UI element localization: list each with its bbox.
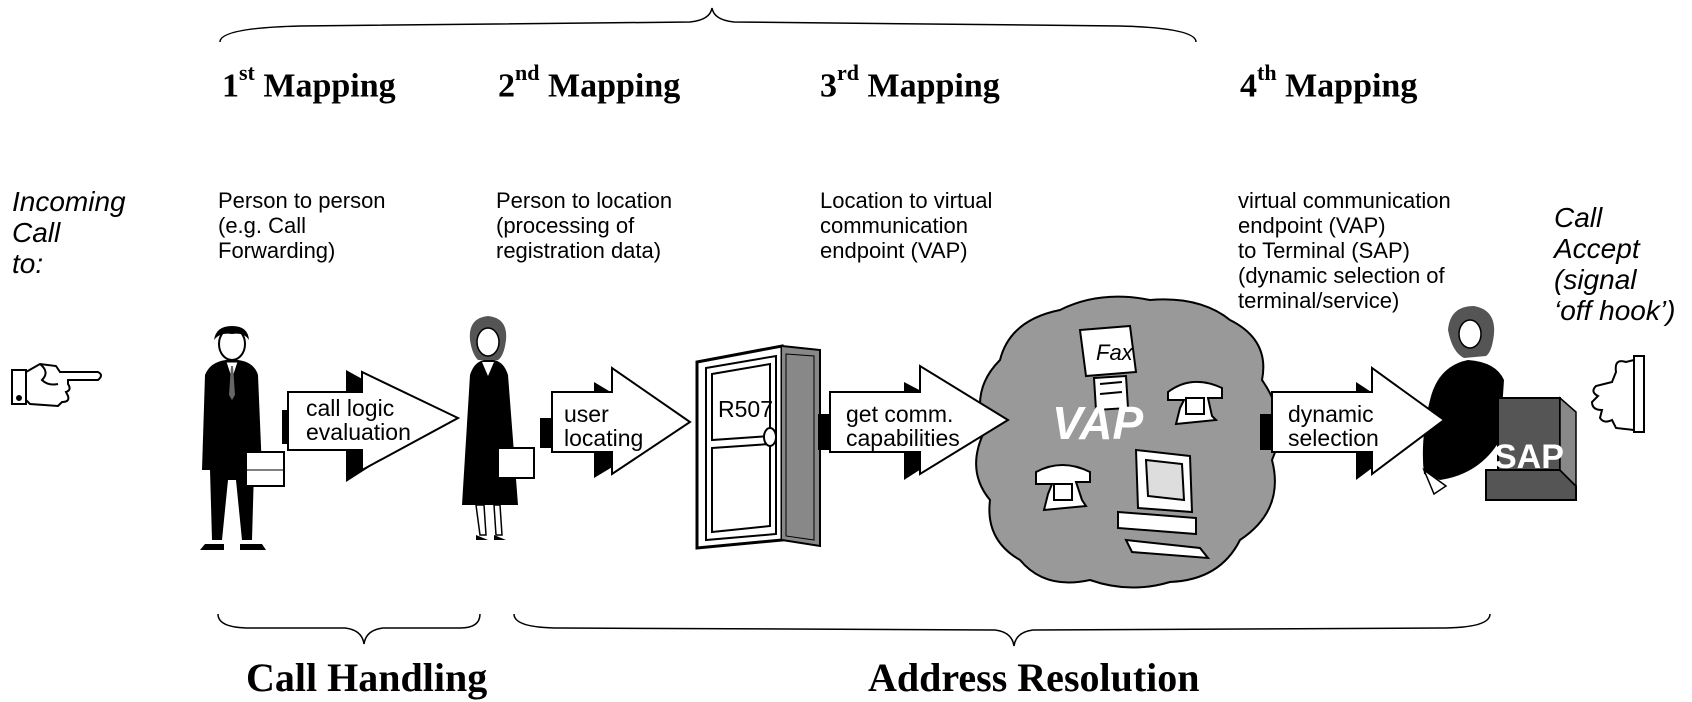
sap-label: SAP: [1494, 438, 1564, 476]
description-3: Location to virtual communication endpoi…: [820, 188, 993, 263]
mapping-heading-1: 1st Mapping: [222, 60, 396, 105]
description-2: Person to location (processing of regist…: [496, 188, 673, 263]
fax-icon: [1078, 324, 1138, 412]
businesswoman-icon: [462, 316, 535, 540]
computer-icon: [1117, 448, 1211, 560]
incoming-call-label: Incoming Call to:: [12, 186, 126, 279]
fax-label: Fax: [1096, 340, 1133, 365]
arrow-label-dynamic-selection: dynamic selection: [1288, 401, 1379, 451]
pointing-hand-icon: [11, 362, 102, 408]
top-brace: [219, 7, 1197, 43]
call-accept-label: Call Accept (signal ‘off hook’): [1554, 202, 1676, 326]
door-icon: [695, 344, 821, 550]
businessman-icon: [200, 326, 285, 550]
address-resolution-title: Address Resolution: [868, 655, 1200, 700]
vap-label: VAP: [1052, 397, 1144, 449]
mapping-heading-3: 3rd Mapping: [820, 60, 1000, 105]
arrow-user-locating: [540, 366, 692, 478]
woman-at-terminal-icon: [1422, 306, 1577, 501]
arrow-get-capabilities: [818, 364, 1010, 480]
arrow-dynamic-selection: [1260, 366, 1446, 480]
description-4: virtual communication endpoint (VAP) to …: [1238, 188, 1451, 313]
thumbs-up-hand-icon: [1590, 355, 1645, 433]
arrow-label-call-logic: call logic evaluation: [306, 395, 411, 445]
call-handling-brace: [217, 613, 481, 645]
mapping-heading-2: 2nd Mapping: [498, 60, 681, 105]
arrow-label-user-locating: user locating: [564, 401, 644, 451]
telephone-icon: [1035, 464, 1091, 512]
address-resolution-brace: [513, 613, 1491, 647]
description-1: Person to person (e.g. Call Forwarding): [218, 188, 386, 263]
arrow-call-logic: [282, 370, 461, 482]
door-room-label: R507: [718, 396, 773, 422]
call-handling-title: Call Handling: [246, 655, 488, 700]
telephone-icon: [1167, 381, 1223, 426]
mapping-heading-4: 4th Mapping: [1240, 60, 1418, 105]
arrow-label-get-capabilities: get comm. capabilities: [846, 401, 960, 451]
